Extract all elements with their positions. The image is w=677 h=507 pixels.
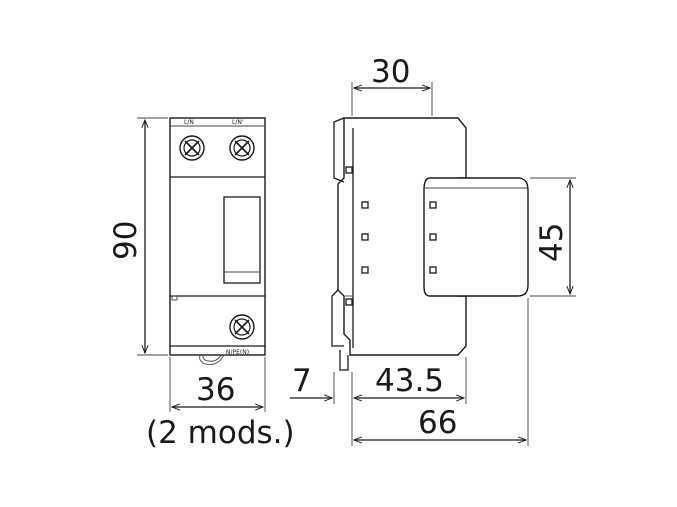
dim-cover-height-label: 45 xyxy=(534,223,570,262)
dim-depth-inner-label: 43.5 xyxy=(375,363,444,399)
dim-depth-total-label: 66 xyxy=(418,405,457,441)
terminal-screw-bottom xyxy=(229,314,255,340)
plug-cover xyxy=(423,177,529,297)
terminal-screw-top-right xyxy=(229,135,255,161)
front-view: L/N L/N' N/PE(N) xyxy=(169,117,266,365)
dim-height: 90 xyxy=(108,117,168,356)
side-view xyxy=(331,117,529,371)
dim-height-label: 90 xyxy=(108,221,144,260)
dim-depth-total: 66 xyxy=(352,298,529,446)
dim-top-width: 30 xyxy=(351,54,433,116)
dim-modules-label: (2 mods.) xyxy=(146,415,295,451)
dim-width-front-label: 36 xyxy=(196,372,235,408)
terminal-screw-top-left xyxy=(179,135,205,161)
dim-rail-offset-label: 7 xyxy=(292,363,312,399)
dim-depth-inner: 43.5 xyxy=(351,357,467,446)
label-npe: N/PE(N) xyxy=(226,349,249,356)
dim-cover-height: 45 xyxy=(530,177,576,297)
dim-width-front: 36 (2 mods.) xyxy=(146,357,295,451)
dim-rail-offset: 7 xyxy=(290,363,335,404)
label-ln-top-right: L/N' xyxy=(232,119,244,126)
label-ln-top-left: L/N xyxy=(184,119,194,126)
dim-top-width-label: 30 xyxy=(371,54,410,90)
